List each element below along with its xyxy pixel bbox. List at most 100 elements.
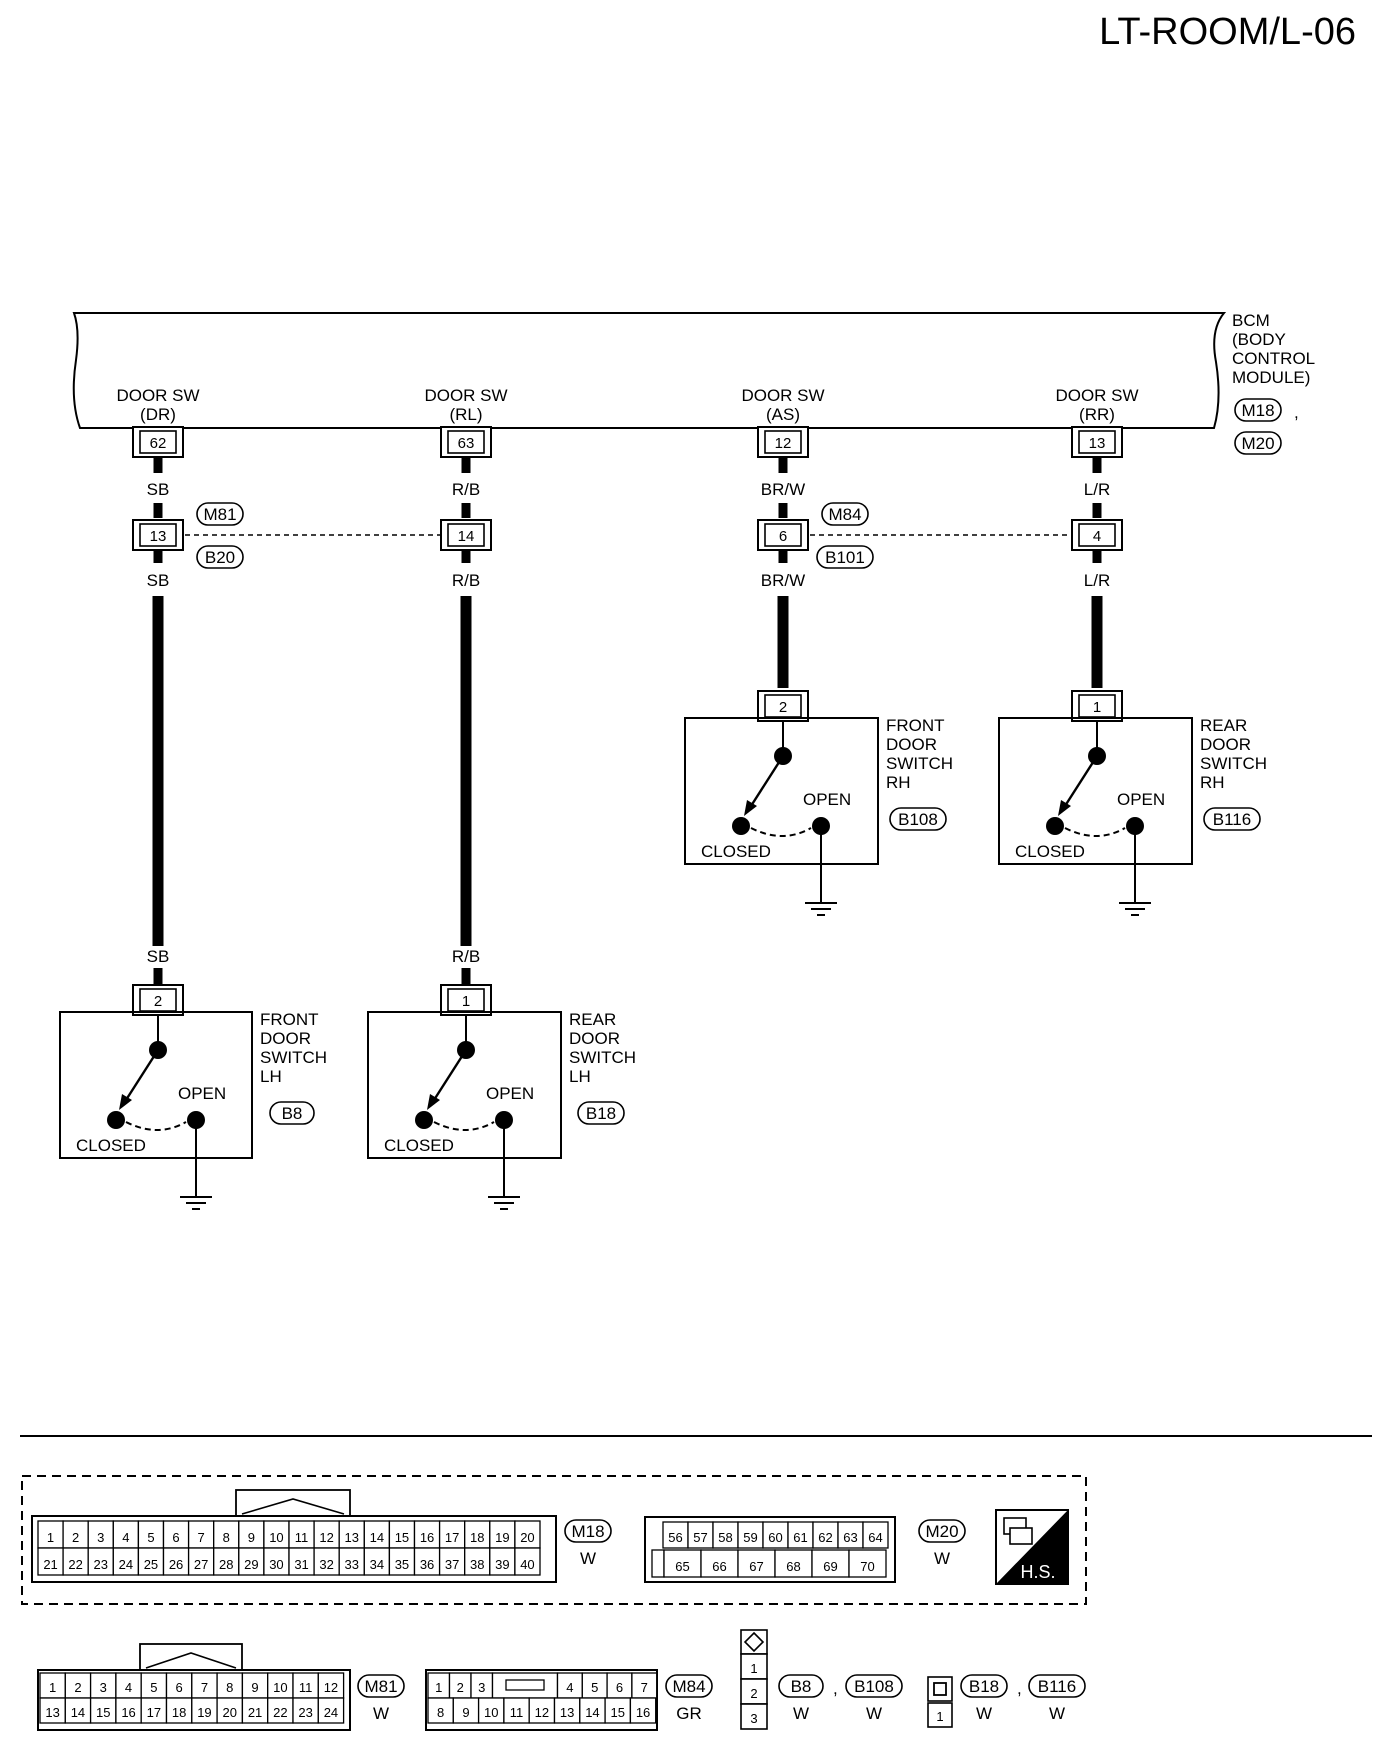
switch-blade — [432, 1049, 468, 1101]
switch-travel — [1064, 827, 1126, 837]
m20-pin: 57 — [693, 1530, 707, 1545]
switch-name-line: LH — [569, 1067, 591, 1086]
switch-name-line: SWITCH — [260, 1048, 327, 1067]
m81-name-outline — [357, 1674, 405, 1698]
m18-pin-cell — [313, 1520, 340, 1549]
m20-pin: 60 — [768, 1530, 782, 1545]
switch-name-line: SWITCH — [886, 754, 953, 773]
m18-pin-cell — [514, 1547, 541, 1576]
b18-separator: , — [1017, 1679, 1022, 1698]
m18-pin: 2 — [72, 1530, 79, 1545]
m81-pin-cell — [267, 1697, 294, 1724]
m81-pin: 23 — [298, 1705, 312, 1720]
m81-pin: 5 — [150, 1680, 157, 1695]
junction-pin-box — [1078, 523, 1116, 547]
switch-blade-arrow — [1058, 800, 1071, 816]
switch-name-line: REAR — [569, 1010, 616, 1029]
m81-pin: 1 — [49, 1680, 56, 1695]
m18-pin: 3 — [97, 1530, 104, 1545]
m18-pin-cell — [489, 1520, 516, 1549]
wire-color-label: SB — [147, 480, 170, 499]
junction-connector-tag-outline — [816, 545, 874, 569]
bcm-connector-m20: M20 — [1241, 434, 1274, 453]
switch-pin: 2 — [779, 699, 787, 716]
b8-pin-cell — [740, 1703, 768, 1730]
bcm-label-line: MODULE) — [1232, 368, 1310, 387]
wire-color-label: BR/W — [761, 480, 805, 499]
switch-travel — [125, 1121, 187, 1131]
m18-pin: 1 — [47, 1530, 54, 1545]
page-id: LT-ROOM/L-06 — [1099, 11, 1356, 53]
m84-pin-cell — [427, 1697, 454, 1724]
switch-closed-label: CLOSED — [701, 842, 771, 861]
b8-name-outline — [778, 1674, 824, 1698]
m18-pin-cell — [489, 1547, 516, 1576]
m84-color: GR — [676, 1704, 702, 1723]
bcm-connector-separator: , — [1294, 403, 1299, 422]
m18-pin-cell — [112, 1547, 140, 1576]
m20-pin: 69 — [823, 1559, 837, 1574]
m20-pin-cell — [837, 1521, 864, 1549]
m18-pin-cell — [438, 1547, 466, 1576]
switch-name-line: FRONT — [260, 1010, 319, 1029]
switch-connector-tag-outline — [577, 1101, 625, 1125]
m81-pin: 13 — [45, 1705, 59, 1720]
m18-color: W — [580, 1549, 596, 1568]
m18-pin: 28 — [219, 1557, 233, 1572]
m81-pin: 19 — [197, 1705, 211, 1720]
m20-pin-cell — [848, 1549, 887, 1578]
bcm-terminal-pin-box — [139, 430, 177, 454]
m20-pin-cell — [712, 1521, 739, 1549]
m18-pin: 13 — [345, 1530, 359, 1545]
m81-pin: 3 — [100, 1680, 107, 1695]
m84-pin: 6 — [616, 1680, 623, 1695]
wire-color-label: R/B — [452, 571, 480, 590]
switch-name-line: REAR — [1200, 716, 1247, 735]
switch-open-label: OPEN — [178, 1084, 226, 1103]
junction-pin: 6 — [779, 528, 787, 545]
junction-pin: 13 — [150, 528, 167, 545]
m81-pin: 17 — [147, 1705, 161, 1720]
switch-closed-label: CLOSED — [1015, 842, 1085, 861]
m18-pin-cell — [62, 1547, 89, 1576]
bcm-connector-group-outline — [21, 1475, 1087, 1605]
switch-open-label: OPEN — [486, 1084, 534, 1103]
wire-color-label: L/R — [1084, 480, 1110, 499]
m81-pin: 6 — [176, 1680, 183, 1695]
m18-pin-cell — [363, 1547, 391, 1576]
m18-pin: 29 — [244, 1557, 258, 1572]
m20-name: M20 — [925, 1522, 958, 1541]
m20-pin: 68 — [786, 1559, 800, 1574]
m84-pin: 2 — [457, 1680, 464, 1695]
m84-pin-cell — [553, 1697, 581, 1724]
m84-pin-cell — [579, 1697, 606, 1724]
m81-pin: 18 — [172, 1705, 186, 1720]
switch-blade-arrow — [119, 1094, 132, 1110]
switch-name-line: SWITCH — [1200, 754, 1267, 773]
b18-pin-cell — [927, 1702, 953, 1728]
b8-pin-cell — [740, 1653, 768, 1680]
m18-pin: 27 — [194, 1557, 208, 1572]
switch-contact-closed — [107, 1111, 125, 1129]
m20-pin-cell — [862, 1521, 889, 1549]
m18-pin: 5 — [147, 1530, 154, 1545]
switch-name-line: DOOR — [569, 1029, 620, 1048]
switch-pin: 1 — [1093, 699, 1101, 716]
bcm-connector-m18-outline — [1234, 398, 1282, 422]
m84-pin: 11 — [510, 1705, 524, 1720]
m81-pin-cell — [267, 1672, 294, 1699]
m18-pin: 9 — [248, 1530, 255, 1545]
m18-key-tab — [235, 1489, 351, 1519]
wire-color-label: SB — [147, 571, 170, 590]
m81-pin: 20 — [223, 1705, 237, 1720]
m84-pin-cell — [581, 1672, 608, 1699]
m81-pin: 10 — [273, 1680, 287, 1695]
bcm-terminal-pin-box — [764, 430, 802, 454]
switch-blade — [1063, 755, 1099, 807]
m84-pin: 16 — [636, 1705, 650, 1720]
junction-pin-box — [447, 523, 485, 547]
m81-pin: 21 — [248, 1705, 262, 1720]
junction-connector-tag: M84 — [828, 505, 861, 524]
b8-pin: 2 — [750, 1686, 757, 1701]
